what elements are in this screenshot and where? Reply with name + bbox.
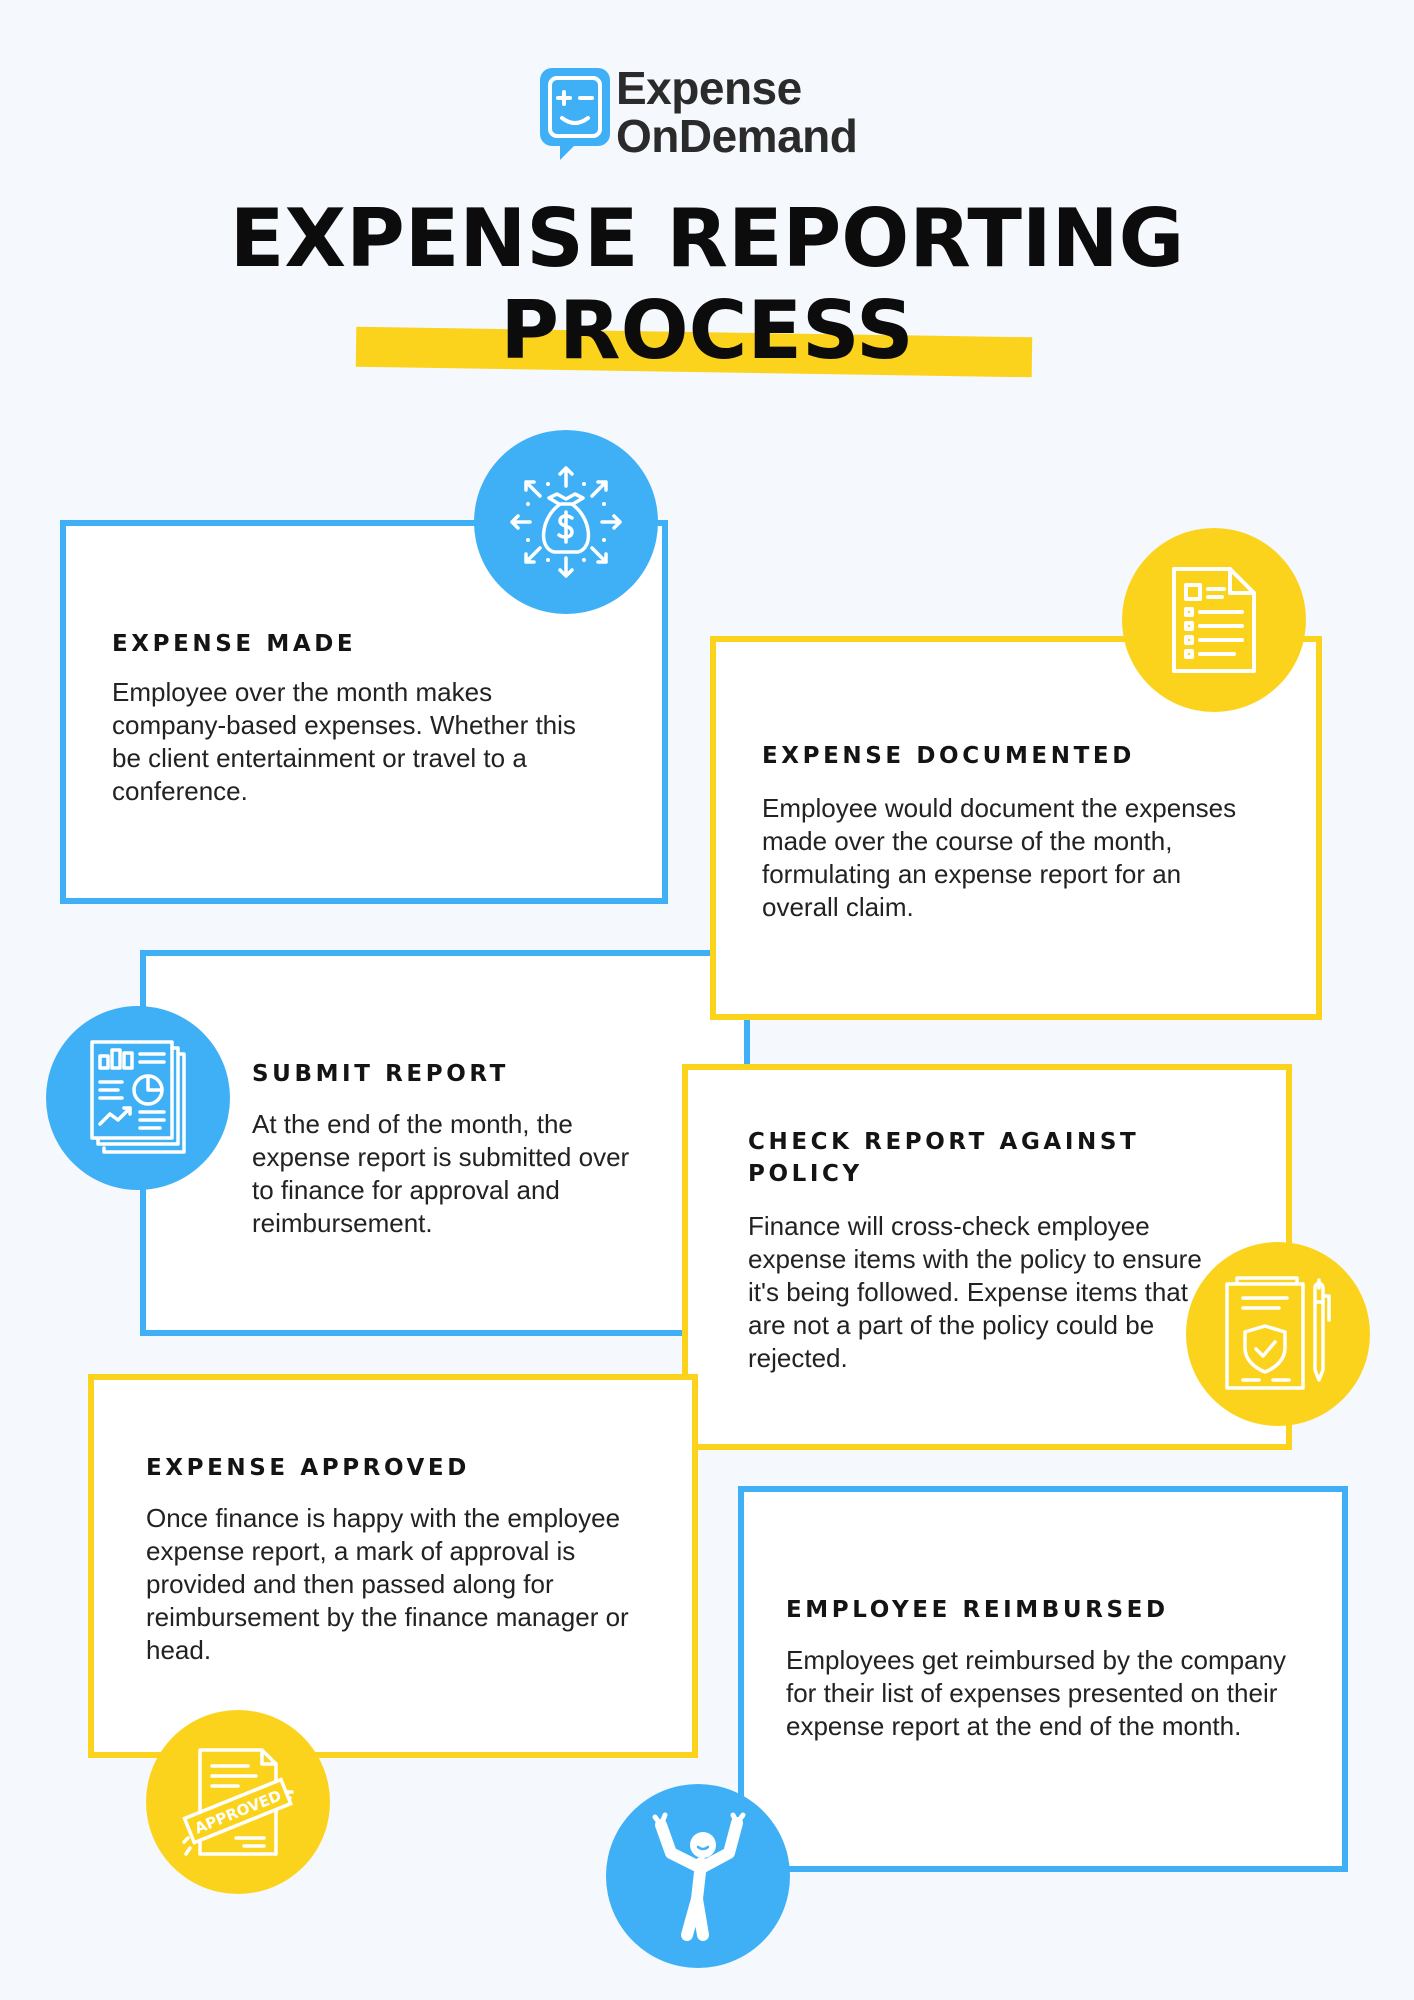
step-heading: SUBMIT REPORT bbox=[252, 1061, 509, 1087]
page-title-line-1: EXPENSE REPORTING bbox=[229, 192, 1185, 285]
brand-line-1: Expense bbox=[616, 62, 802, 114]
brand-name: Expense OnDemand bbox=[616, 62, 858, 162]
step-card-expense-approved: EXPENSE APPROVED Once finance is happy w… bbox=[88, 1374, 698, 1758]
step-body: Finance will cross-check employee expens… bbox=[748, 1211, 1202, 1373]
step-body: Employee over the month makes company-ba… bbox=[112, 677, 576, 806]
step-body: Employees get reimbursed by the company … bbox=[786, 1645, 1287, 1741]
step-body: At the end of the month, the expense rep… bbox=[252, 1109, 630, 1238]
step-body: Employee would document the expenses mad… bbox=[762, 793, 1237, 922]
step-card-check-report: CHECK REPORT AGAINST POLICY Finance will… bbox=[682, 1064, 1292, 1450]
brand-line-2: OnDemand bbox=[616, 110, 858, 162]
brand-logo: Expense OnDemand bbox=[538, 64, 898, 164]
step-heading: EXPENSE DOCUMENTED bbox=[762, 743, 1135, 769]
step-heading: EXPENSE MADE bbox=[112, 631, 357, 657]
money-bag-icon bbox=[474, 430, 658, 614]
page-title-line-2: PROCESS bbox=[500, 284, 914, 377]
policy-shield-icon bbox=[1186, 1242, 1370, 1426]
step-body: Once finance is happy with the employee … bbox=[146, 1503, 629, 1665]
step-heading: EXPENSE APPROVED bbox=[146, 1455, 470, 1481]
celebrating-person-icon bbox=[606, 1784, 790, 1968]
step-card-employee-reimbursed: EMPLOYEE REIMBURSED Employees get reimbu… bbox=[738, 1486, 1348, 1872]
chat-face-icon bbox=[540, 68, 610, 160]
step-card-submit-report: SUBMIT REPORT At the end of the month, t… bbox=[140, 950, 750, 1336]
document-icon bbox=[1122, 528, 1306, 712]
report-icon bbox=[46, 1006, 230, 1190]
approved-stamp-icon: APPROVED bbox=[146, 1710, 330, 1894]
step-heading: CHECK REPORT AGAINST POLICY bbox=[748, 1129, 1140, 1187]
step-heading: EMPLOYEE REIMBURSED bbox=[786, 1597, 1169, 1623]
